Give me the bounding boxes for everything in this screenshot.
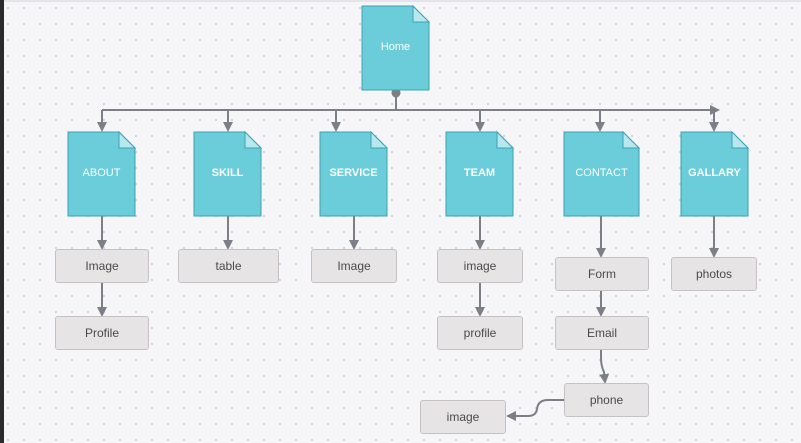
connector-email-to-phone [599, 350, 610, 384]
canvas-top-edge [0, 0, 801, 2]
about-node-label: ABOUT [82, 167, 121, 179]
gallary-node[interactable]: GALLARY [680, 130, 750, 217]
service-node[interactable]: SERVICE [319, 130, 389, 217]
document-shape-icon [445, 130, 515, 217]
document-shape-icon [193, 130, 263, 217]
contact-node-label: CONTACT [575, 167, 628, 179]
team-node[interactable]: TEAM [445, 130, 515, 217]
document-shape-icon [361, 4, 431, 91]
about-image-box[interactable]: Image [55, 249, 149, 283]
team-node-label: TEAM [463, 167, 496, 179]
document-shape-icon [67, 130, 137, 217]
home-node-label: Home [380, 41, 411, 53]
team-profile-box[interactable]: profile [437, 316, 523, 350]
home-node[interactable]: Home [361, 4, 431, 91]
gallary-photos-box[interactable]: photos [671, 257, 757, 291]
skill-node-label: SKILL [211, 167, 244, 179]
service-image-box[interactable]: Image [311, 249, 397, 283]
about-node[interactable]: ABOUT [67, 130, 137, 217]
contact-image-box[interactable]: image [420, 400, 506, 434]
contact-node[interactable]: CONTACT [563, 130, 641, 217]
gallary-node-label: GALLARY [688, 167, 741, 179]
team-image-box[interactable]: image [437, 249, 523, 283]
about-profile-box[interactable]: Profile [55, 316, 149, 350]
document-shape-icon [563, 130, 641, 217]
skill-node[interactable]: SKILL [193, 130, 263, 217]
canvas-left-edge [0, 0, 4, 443]
service-node-label: SERVICE [329, 167, 378, 179]
connector-phone-to-image [506, 399, 564, 421]
document-shape-icon [680, 130, 750, 217]
connector-junction-dot [391, 88, 401, 98]
contact-phone-box[interactable]: phone [564, 383, 649, 417]
document-shape-icon [319, 130, 389, 217]
skill-table-box[interactable]: table [178, 249, 279, 283]
contact-email-box[interactable]: Email [555, 316, 649, 350]
contact-form-box[interactable]: Form [555, 257, 649, 291]
